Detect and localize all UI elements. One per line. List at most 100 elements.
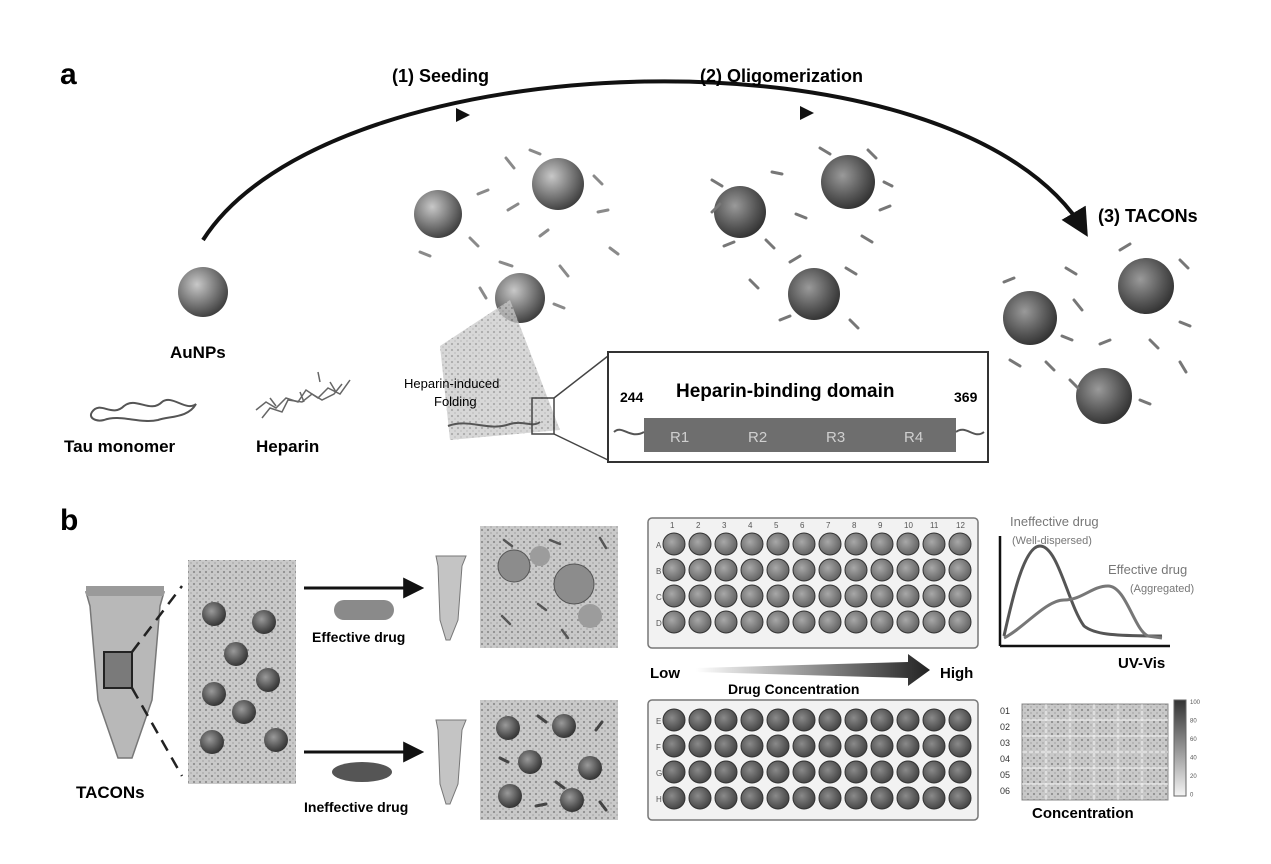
- plate-well: [715, 787, 737, 809]
- plate-column-label: 8: [852, 521, 857, 530]
- plate-well: [663, 559, 685, 581]
- plate-column-label: 5: [774, 521, 779, 530]
- plate-row-label: H: [656, 795, 662, 804]
- plate-column-label: 9: [878, 521, 883, 530]
- plate-well: [845, 585, 867, 607]
- plate-row-label: C: [656, 593, 662, 602]
- folding-shaded-region: [440, 300, 560, 440]
- seeding-arrow-icon: [456, 108, 470, 122]
- seeding-cluster: [414, 150, 618, 323]
- uv-effective-label-1: Effective drug: [1108, 562, 1187, 577]
- plate-well: [715, 735, 737, 757]
- plate-well: [949, 585, 971, 607]
- plate-well: [949, 787, 971, 809]
- plate-well: [767, 585, 789, 607]
- plate-well: [897, 787, 919, 809]
- plate-row-label: G: [656, 769, 662, 778]
- heatmap-scale-label: 40: [1190, 756, 1197, 762]
- plate-well: [845, 559, 867, 581]
- plate-well: [845, 709, 867, 731]
- oligomerization-arrow-icon: [800, 106, 814, 120]
- plate-well: [819, 735, 841, 757]
- panel-b-label: b: [60, 504, 78, 537]
- plate-well: [923, 735, 945, 757]
- plate-well: [949, 735, 971, 757]
- tacons-tube-label: TACONs: [76, 783, 145, 802]
- plate-well: [897, 735, 919, 757]
- heatmap-chart: [1022, 700, 1186, 800]
- zoom-line-bottom: [554, 434, 608, 460]
- plate-well: [767, 611, 789, 633]
- plate-column-label: 10: [904, 521, 913, 530]
- heatmap-scale-label: 0: [1190, 793, 1194, 799]
- dispersed-particles-view: [480, 700, 618, 820]
- plate-well: [663, 761, 685, 783]
- plate-well: [923, 585, 945, 607]
- plate-column-label: 6: [800, 521, 805, 530]
- plate-well: [741, 533, 763, 555]
- oligomerization-cluster: [712, 148, 892, 328]
- plate-well: [767, 761, 789, 783]
- tacons-cluster: [1003, 244, 1190, 424]
- heatmap-scale-label: 80: [1190, 719, 1197, 725]
- plate-well: [871, 611, 893, 633]
- heatmap-row-label: 01: [1000, 706, 1010, 716]
- plate-row-label: D: [656, 619, 662, 628]
- plate-well: [923, 559, 945, 581]
- plate-well: [923, 787, 945, 809]
- plate-well: [715, 761, 737, 783]
- plate-well: [689, 585, 711, 607]
- plate-well: [689, 533, 711, 555]
- plate-well: [793, 787, 815, 809]
- effective-drug-icon: [334, 600, 394, 620]
- plate-well: [663, 585, 685, 607]
- tacons-tube-icon: [86, 586, 164, 758]
- plate-column-label: 4: [748, 521, 753, 530]
- domain-title: Heparin-binding domain: [676, 381, 895, 402]
- repeat-r4: R4: [904, 429, 923, 446]
- plate-well: [871, 735, 893, 757]
- plate-well: [819, 533, 841, 555]
- tacons-zoom-view: [188, 560, 296, 784]
- plate-well: [793, 761, 815, 783]
- plate-column-label: 11: [930, 521, 939, 530]
- repeat-r2: R2: [748, 429, 767, 446]
- heatmap-row-label: 03: [1000, 738, 1010, 748]
- concentration-label: Concentration: [1032, 805, 1134, 822]
- heatmap-scale-labels: 100806040200: [1190, 700, 1201, 799]
- plate-well: [819, 787, 841, 809]
- plate-well: [923, 611, 945, 633]
- plate-well: [845, 533, 867, 555]
- plate-well: [819, 761, 841, 783]
- plate-well: [949, 761, 971, 783]
- plate-well: [949, 533, 971, 555]
- repeat-r3: R3: [826, 429, 845, 446]
- plate-well: [793, 611, 815, 633]
- plate-well: [663, 533, 685, 555]
- plate-well: [793, 559, 815, 581]
- heatmap-row-label: 06: [1000, 786, 1010, 796]
- tau-monomer-label: Tau monomer: [64, 437, 176, 456]
- ineffective-drug-icon: [332, 762, 392, 782]
- drug-concentration-label: Drug Concentration: [728, 681, 859, 697]
- plate-well: [871, 559, 893, 581]
- plate-well: [767, 735, 789, 757]
- domain-end-residue: 369: [954, 389, 978, 405]
- ineffective-drug-label: Ineffective drug: [304, 799, 408, 815]
- plate-well: [689, 559, 711, 581]
- plate-well: [819, 559, 841, 581]
- plate-well: [793, 735, 815, 757]
- heatmap-scale-label: 20: [1190, 774, 1197, 780]
- plate-column-label: 2: [696, 521, 701, 530]
- step-oligomerization-label: (2) Oligomerization: [700, 66, 863, 86]
- plate-well: [767, 559, 789, 581]
- high-label: High: [940, 665, 973, 682]
- plate-well: [715, 533, 737, 555]
- plate-well: [741, 611, 763, 633]
- plate-well: [871, 709, 893, 731]
- heatmap-row-label: 04: [1000, 754, 1010, 764]
- plate-well: [689, 761, 711, 783]
- heparin-label: Heparin: [256, 437, 319, 456]
- plate-well: [819, 709, 841, 731]
- plate-well: [663, 611, 685, 633]
